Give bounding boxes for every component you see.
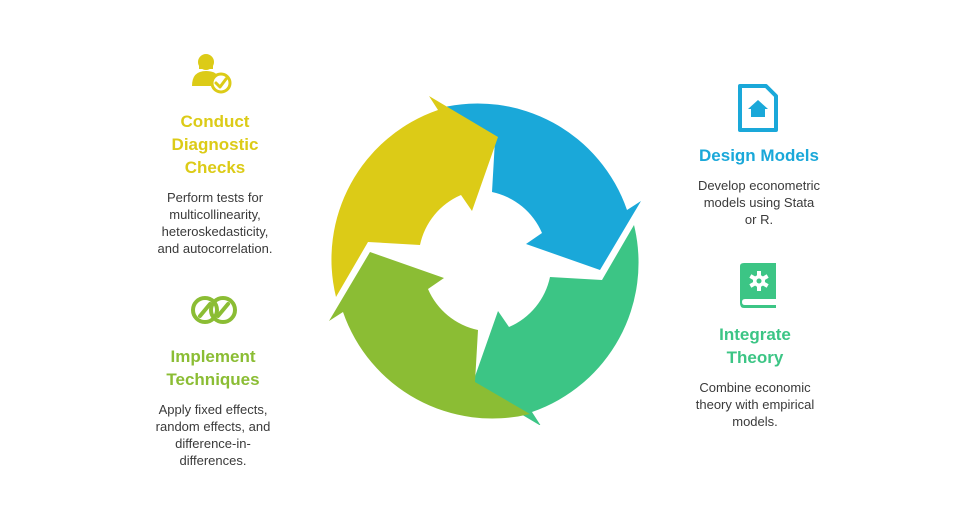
book-gear-icon: [740, 263, 776, 308]
description-line: difference-in-: [175, 436, 251, 451]
step-title: Design Models: [676, 144, 842, 167]
step-design-models: Design Models Develop econometric models…: [676, 144, 842, 228]
title-line: Theory: [726, 348, 784, 367]
description-line: Combine economic: [699, 380, 811, 395]
description-line: Develop econometric: [697, 178, 821, 193]
description-line: models using Stata: [703, 195, 815, 210]
interlinked-rings-icon: [191, 296, 237, 324]
description-line: or R.: [744, 212, 774, 227]
step-description: Apply fixed effects, random effects, and…: [128, 401, 298, 469]
description-line: Apply fixed effects,: [158, 402, 268, 417]
description-line: differences.: [179, 453, 247, 468]
step-title: Conduct Diagnostic Checks: [130, 110, 300, 179]
step-title: Integrate Theory: [672, 323, 838, 369]
step-description: Perform tests for multicollinearity, het…: [130, 189, 300, 257]
step-implement-techniques: Implement Techniques Apply fixed effects…: [128, 345, 298, 469]
arrow-implement-techniques: [329, 252, 530, 419]
arrow-integrate-theory: [472, 225, 639, 425]
description-line: and autocorrelation.: [157, 241, 273, 256]
title-line: Diagnostic: [171, 135, 259, 154]
description-line: theory with empirical: [695, 397, 815, 412]
step-description: Combine economic theory with empirical m…: [672, 379, 838, 430]
description-line: multicollinearity,: [169, 207, 261, 222]
title-line: Integrate: [719, 325, 791, 344]
step-diagnostic-checks: Conduct Diagnostic Checks Perform tests …: [130, 110, 300, 257]
title-line: Conduct: [180, 112, 250, 131]
step-title: Implement Techniques: [128, 345, 298, 391]
description-line: heteroskedasticity,: [161, 224, 269, 239]
description-line: models.: [732, 414, 778, 429]
arrow-diagnostic-checks: [331, 96, 498, 297]
step-integrate-theory: Integrate Theory Combine economic theory…: [672, 323, 838, 430]
title-line: Implement: [170, 347, 256, 366]
description-line: Perform tests for: [166, 190, 264, 205]
description-line: random effects, and: [155, 419, 271, 434]
title-line: Checks: [184, 158, 246, 177]
cycle-diagram: [329, 96, 641, 425]
document-home-icon: [738, 84, 778, 132]
person-check-icon: [192, 54, 232, 94]
title-line: Design Models: [699, 146, 819, 165]
arrow-design-models: [440, 103, 641, 270]
title-line: Techniques: [166, 370, 260, 389]
step-description: Develop econometric models using Stata o…: [676, 177, 842, 228]
